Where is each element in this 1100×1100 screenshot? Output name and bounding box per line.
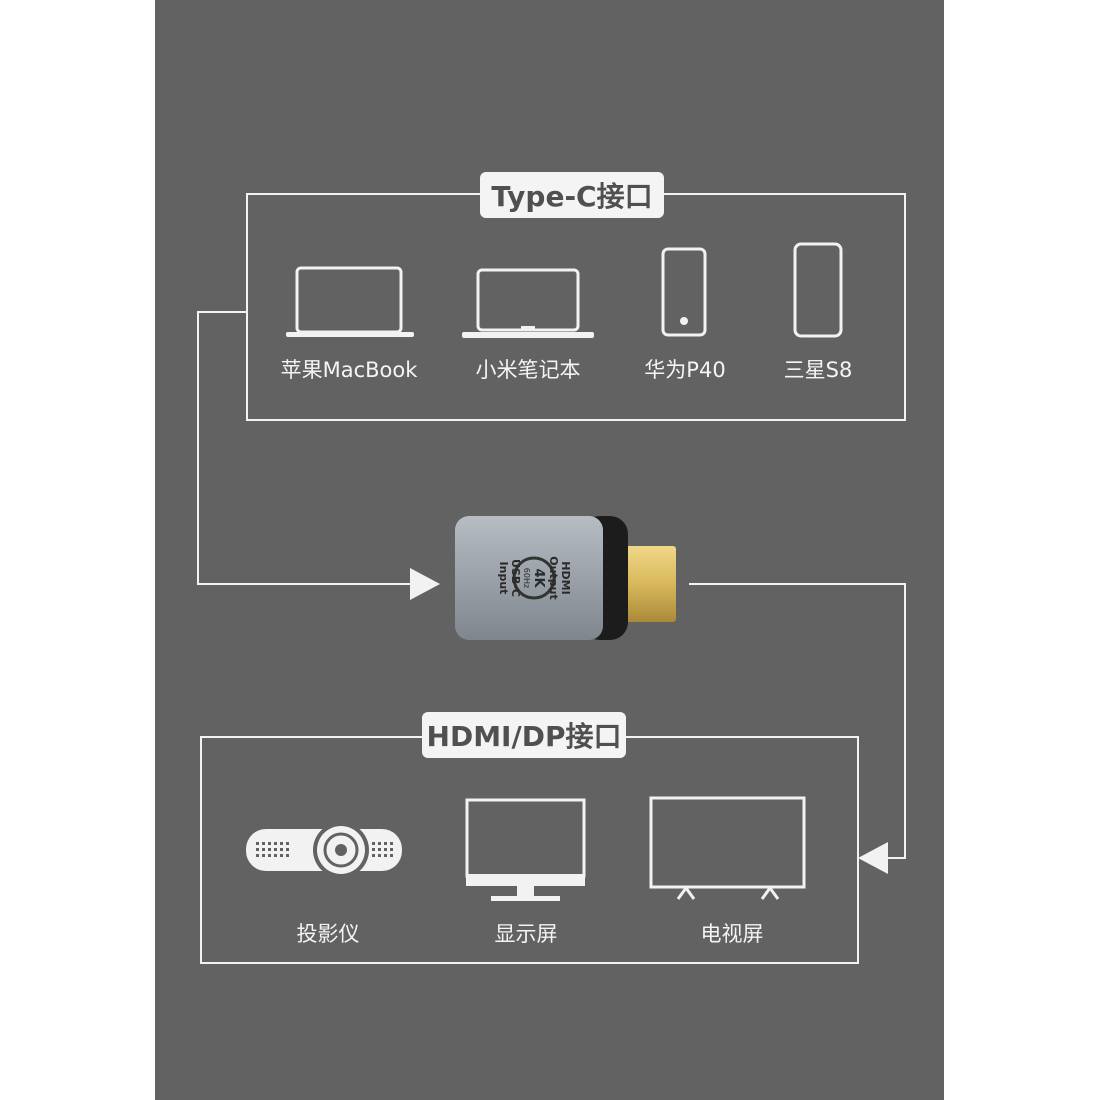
device-label-samsung: 三星S8 xyxy=(783,358,853,382)
arrow-left-icon xyxy=(858,842,888,874)
monitor-icon xyxy=(465,798,586,901)
arrow-right-icon xyxy=(410,568,440,600)
device-label-huawei: 华为P40 xyxy=(644,358,726,382)
input-connector-line xyxy=(197,311,415,585)
device-label-macbook: 苹果MacBook xyxy=(280,358,418,382)
phone-icon xyxy=(793,242,843,338)
device-label-monitor: 显示屏 xyxy=(494,922,558,946)
laptop-icon xyxy=(286,266,414,337)
device-label-xiaomi: 小米笔记本 xyxy=(475,358,581,382)
laptop-icon xyxy=(462,268,594,338)
phone-icon xyxy=(661,247,707,337)
type-c-group-title: Type-C接口 xyxy=(480,172,664,218)
hdmi-dp-group-title: HDMI/DP接口 xyxy=(422,712,626,758)
tv-icon xyxy=(649,796,806,900)
device-label-projector: 投影仪 xyxy=(296,922,360,946)
device-label-tv: 电视屏 xyxy=(700,922,764,946)
adapter-icon xyxy=(455,516,676,640)
projector-icon xyxy=(246,822,402,878)
output-connector-line xyxy=(689,583,906,859)
